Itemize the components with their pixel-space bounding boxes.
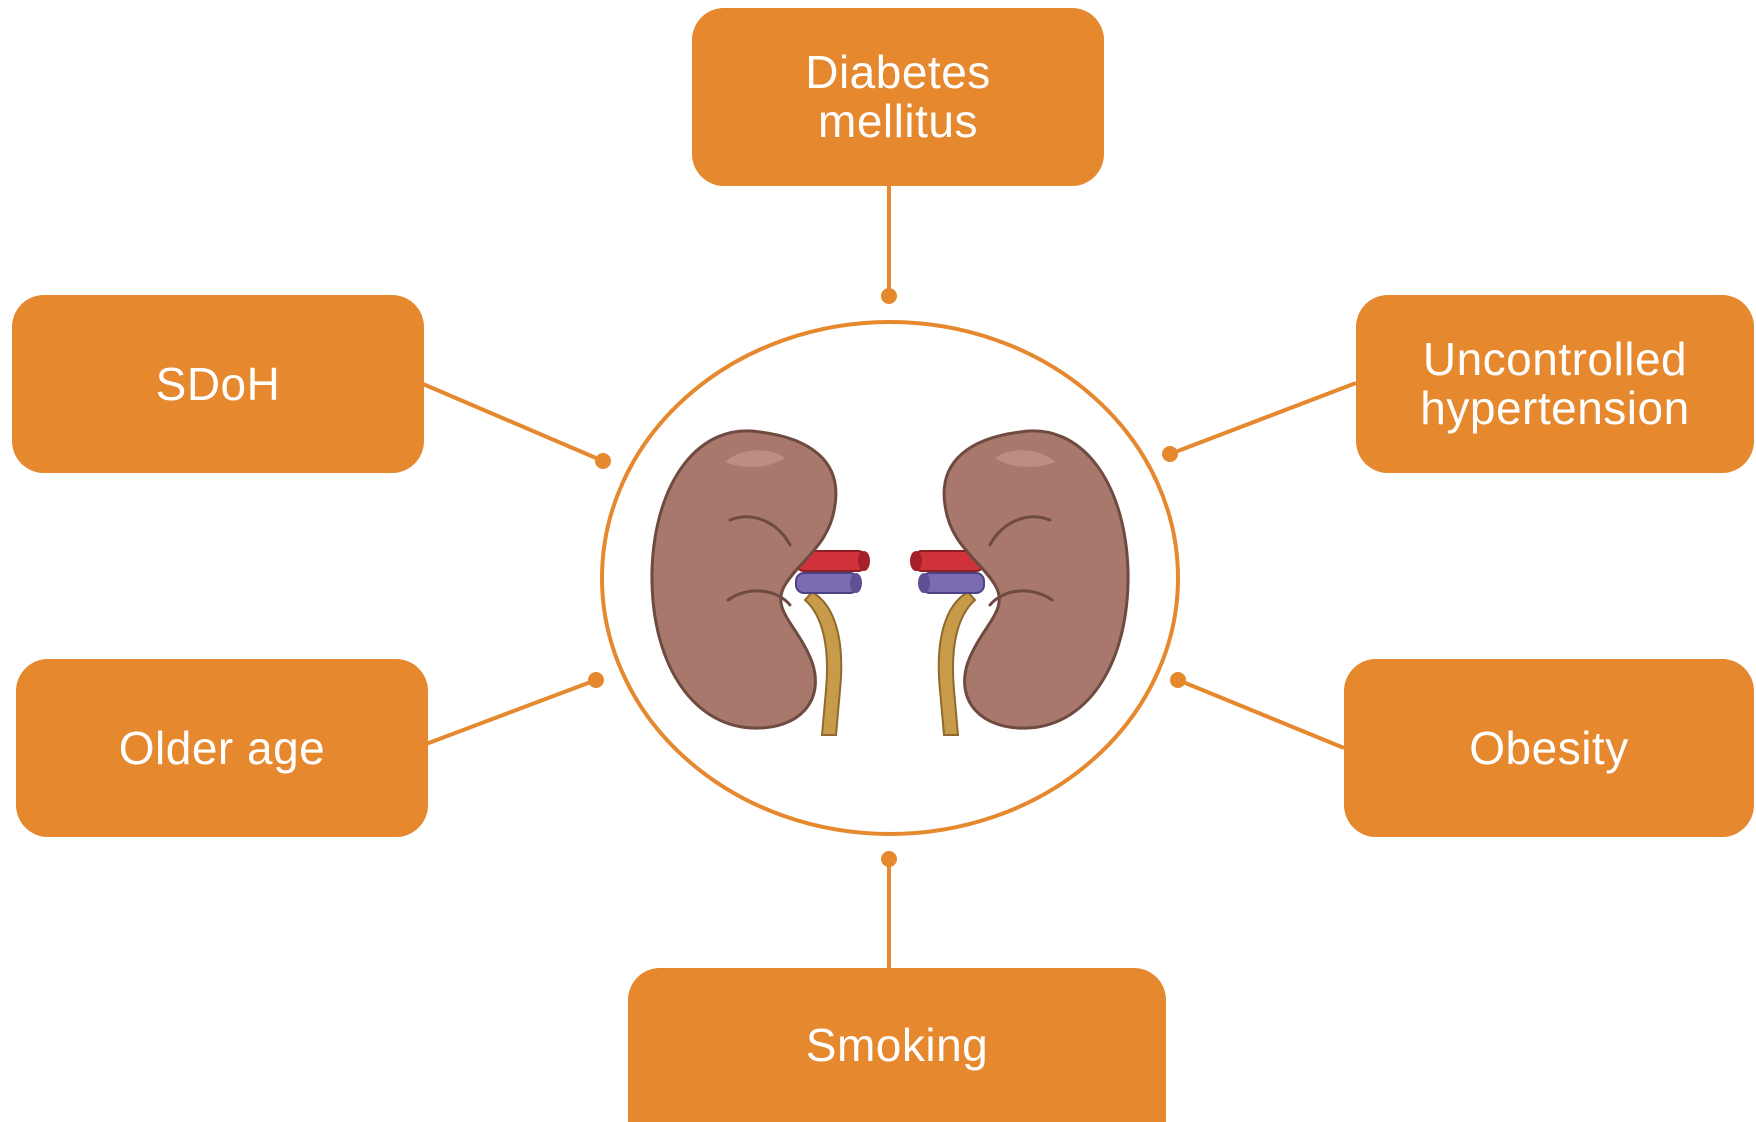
connector-left-lower-dot bbox=[588, 672, 604, 688]
connector-bottom-dot bbox=[881, 851, 897, 867]
factor-box-smoking: Smoking bbox=[628, 968, 1166, 1122]
connector-right-lower-dot bbox=[1170, 672, 1186, 688]
factor-label-uncontrolled-hypertension: Uncontrolled hypertension bbox=[1420, 335, 1689, 433]
factor-label-obesity: Obesity bbox=[1469, 724, 1628, 773]
factor-label-older-age: Older age bbox=[119, 724, 326, 773]
connector-left-lower bbox=[426, 680, 596, 744]
connector-left-upper bbox=[423, 384, 603, 461]
connector-left-upper-dot bbox=[595, 453, 611, 469]
right-kidney-icon bbox=[910, 431, 1128, 735]
factor-box-sdoh: SDoH bbox=[12, 295, 424, 473]
factor-box-uncontrolled-hypertension: Uncontrolled hypertension bbox=[1356, 295, 1754, 473]
factor-label-smoking: Smoking bbox=[806, 1021, 988, 1070]
factor-label-sdoh: SDoH bbox=[156, 360, 281, 409]
connectors bbox=[423, 185, 1356, 968]
connector-right-upper bbox=[1170, 383, 1356, 454]
connector-right-lower bbox=[1178, 680, 1344, 748]
factor-box-diabetes-mellitus: Diabetes mellitus bbox=[692, 8, 1104, 186]
factor-label-diabetes-mellitus: Diabetes mellitus bbox=[805, 48, 991, 146]
left-kidney-icon bbox=[652, 431, 870, 735]
factor-box-older-age: Older age bbox=[16, 659, 428, 837]
kidneys-icon bbox=[652, 431, 1128, 735]
factor-box-obesity: Obesity bbox=[1344, 659, 1754, 837]
connector-top-dot bbox=[881, 288, 897, 304]
connector-right-upper-dot bbox=[1162, 446, 1178, 462]
